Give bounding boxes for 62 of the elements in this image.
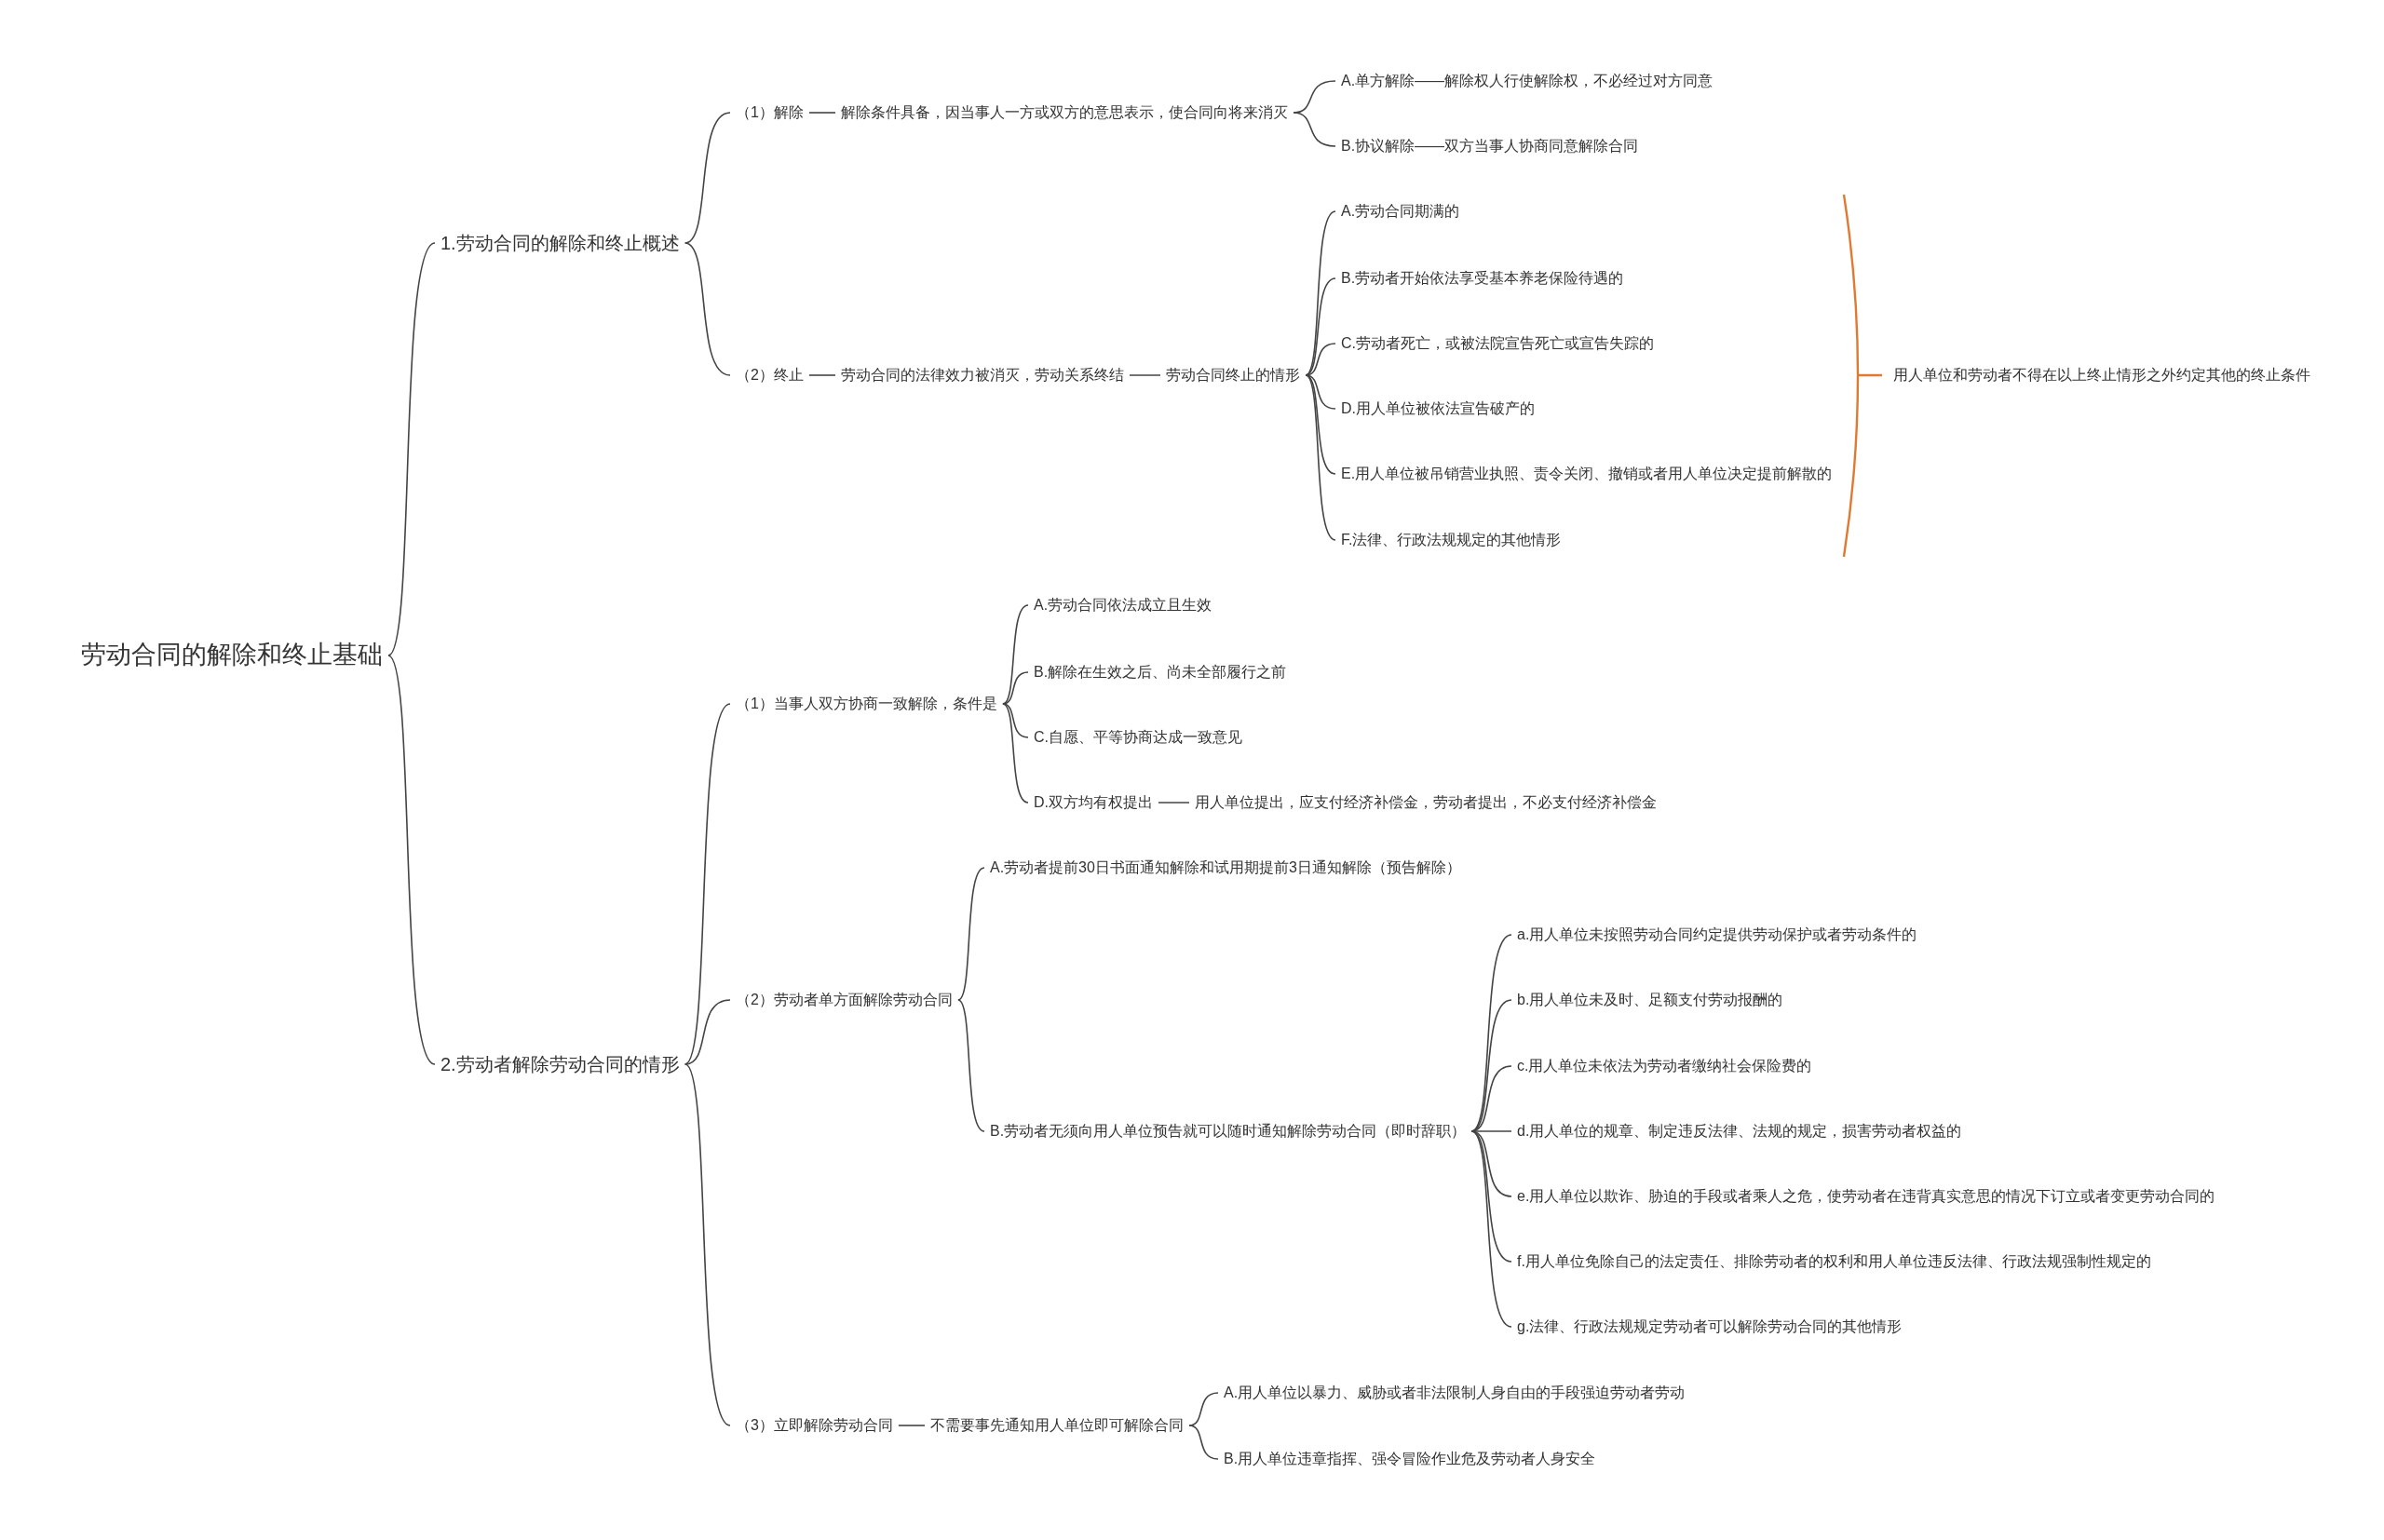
- subtopic: A.劳动者提前30日书面通知解除和试用期提前3日通知解除（预告解除）: [984, 858, 1467, 878]
- subtopic: E.用人单位被吊销营业执照、责令关闭、撤销或者用人单位决定提前解散的: [1335, 464, 1838, 484]
- connector-line: [1129, 374, 1161, 376]
- subtopic: 用人单位提出，应支付经济补偿金，劳动者提出，不必支付经济补偿金: [1189, 792, 1662, 813]
- subtopic: （2）终止: [730, 365, 809, 385]
- subtopic: C.劳动者死亡，或被法院宣告死亡或宣告失踪的: [1335, 333, 1659, 354]
- subtopic: 劳动合同终止的情形: [1160, 365, 1306, 385]
- connector-line: [1158, 802, 1190, 804]
- connector-line: [808, 374, 836, 376]
- connector-line: [684, 242, 731, 376]
- subtopic: c.用人单位未依法为劳动者缴纳社会保险费的: [1511, 1056, 1818, 1076]
- connector-line: [1293, 112, 1336, 147]
- connector-line: [684, 1063, 731, 1426]
- main-topic: 2.劳动者解除劳动合同的情形: [435, 1052, 685, 1076]
- subtopic: B.用人单位违章指挥、强令冒险作业危及劳动者人身安全: [1218, 1449, 1602, 1469]
- connector-line: [1305, 277, 1336, 376]
- subtopic: e.用人单位以欺诈、胁迫的手段或者乘人之危，使劳动者在违背真实意思的情况下订立或者变更劳动合同的: [1511, 1186, 2221, 1207]
- subtopic: A.劳动合同依法成立且生效: [1028, 595, 1218, 615]
- connector-line: [684, 999, 731, 1065]
- subtopic: （2）劳动者单方面解除劳动合同: [730, 990, 958, 1010]
- connector-line: [684, 703, 731, 1065]
- subtopic: a.用人单位未按照劳动合同约定提供劳动保护或者劳动条件的: [1511, 925, 1923, 945]
- subtopic: A.劳动合同期满的: [1335, 201, 1466, 222]
- subtopic: B.劳动者开始依法享受基本养老保险待遇的: [1335, 268, 1630, 289]
- subtopic: D.用人单位被依法宣告破产的: [1335, 399, 1540, 419]
- connector-line: [1002, 703, 1029, 738]
- connector-line: [1305, 374, 1336, 541]
- summary-note: 用人单位和劳动者不得在以上终止情形之外约定其他的终止条件: [1888, 365, 2316, 385]
- subtopic: A.用人单位以暴力、威胁或者非法限制人身自由的手段强迫劳动者劳动: [1218, 1383, 1691, 1403]
- subtopic: C.自愿、平等协商达成一致意见: [1028, 727, 1248, 748]
- subtopic: B.劳动者无须向用人单位预告就可以随时通知解除劳动合同（即时辞职）: [984, 1121, 1472, 1141]
- subtopic: （1）解除: [730, 102, 809, 123]
- connector-line: [387, 655, 436, 1065]
- subtopic: D.双方均有权提出: [1028, 792, 1158, 813]
- connector-line: [1002, 604, 1029, 705]
- subtopic: （3）立即解除劳动合同: [730, 1415, 899, 1436]
- central-topic: 劳动合同的解除和终止基础: [75, 639, 388, 672]
- subtopic: 解除条件具备，因当事人一方或双方的意思表示，使合同向将来消灭: [835, 102, 1294, 123]
- connector-line: [1470, 934, 1512, 1132]
- subtopic: B.协议解除——双方当事人协商同意解除合同: [1335, 136, 1645, 156]
- subtopic: 不需要事先通知用人单位即可解除合同: [925, 1415, 1189, 1436]
- connector-line: [957, 999, 985, 1132]
- connector-line: [1002, 703, 1029, 804]
- connector-line: [1002, 671, 1029, 705]
- connector-line: [957, 867, 985, 1001]
- connector-line: [1305, 374, 1336, 410]
- subtopic: （1）当事人双方协商一致解除，条件是: [730, 694, 1003, 714]
- subtopic: f.用人单位免除自己的法定责任、排除劳动者的权利和用人单位违反法律、行政法规强制性规定的: [1511, 1251, 2157, 1272]
- connector-line: [808, 112, 836, 114]
- main-topic: 1.劳动合同的解除和终止概述: [435, 231, 685, 255]
- subtopic: A.单方解除——解除权人行使解除权，不必经过对方同意: [1335, 71, 1719, 91]
- subtopic: d.用人单位的规章、制定违反法律、法规的规定，损害劳动者权益的: [1511, 1121, 1968, 1141]
- subtopic: g.法律、行政法规规定劳动者可以解除劳动合同的其他情形: [1511, 1317, 1908, 1337]
- subtopic: b.用人单位未及时、足额支付劳动报酬的: [1511, 990, 1789, 1010]
- subtopic: 劳动合同的法律效力被消灭，劳动关系终结: [835, 365, 1130, 385]
- subtopic: F.法律、行政法规规定的其他情形: [1335, 530, 1567, 550]
- subtopic: B.解除在生效之后、尚未全部履行之前: [1028, 662, 1293, 682]
- connector-line: [1188, 1425, 1219, 1460]
- connector-line: [898, 1425, 926, 1426]
- connector-line: [1305, 374, 1336, 475]
- connector-line: [1470, 1130, 1512, 1328]
- connector-line: [387, 242, 436, 656]
